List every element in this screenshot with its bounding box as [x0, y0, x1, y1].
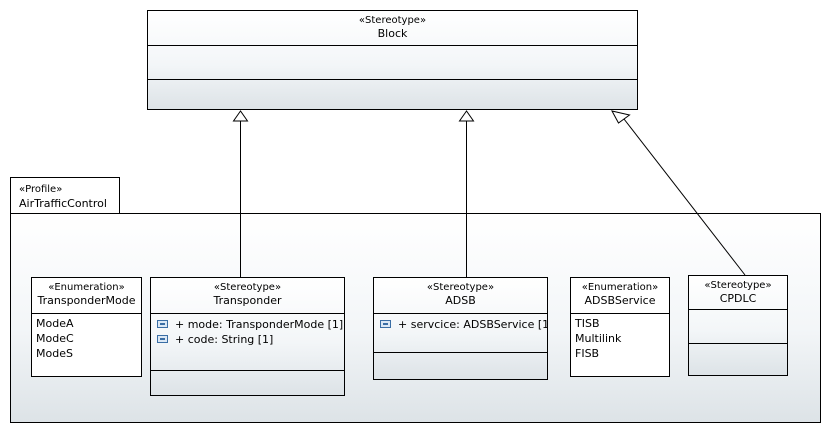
generalization-arrowhead-cpdlc: [611, 110, 631, 124]
attribute-icon: [380, 320, 391, 328]
transponder-mode-stereotype-label: «Enumeration»: [48, 282, 125, 293]
block-stereotype-box[interactable]: «Stereotype» Block: [147, 10, 638, 110]
transponder-name: Transponder: [213, 294, 282, 307]
cpdlc-stereotype-label: «Stereotype»: [704, 280, 772, 291]
generalization-arrowhead-transponder: [232, 110, 249, 122]
adsb-name: ADSB: [445, 294, 476, 307]
profile-name: AirTrafficControl: [19, 197, 107, 210]
attribute-icon: [157, 320, 168, 328]
enum-literal: Multilink: [575, 332, 622, 345]
adsb-separator-1: [374, 313, 547, 314]
attribute-icon: [157, 335, 168, 343]
enum-literal: TISB: [575, 317, 600, 330]
cpdlc-stereotype-box[interactable]: «Stereotype» CPDLC: [688, 275, 788, 376]
transponder-stereotype-box[interactable]: «Stereotype» Transponder + mode: Transpo…: [150, 277, 345, 396]
cpdlc-separator-2: [689, 343, 787, 344]
adsb-service-stereotype-label: «Enumeration»: [581, 282, 659, 293]
enum-literal: ModeC: [36, 332, 74, 345]
transponder-mode-name: TransponderMode: [37, 294, 136, 307]
transponder-mode-enumeration[interactable]: «Enumeration» TransponderMode ModeA Mode…: [31, 277, 142, 377]
transponder-header: «Stereotype» Transponder: [151, 278, 344, 308]
cpdlc-separator-1: [689, 309, 787, 310]
generalization-line-cpdlc: [623, 118, 746, 276]
attribute-text: + servcice: ADSBService [1]: [398, 318, 548, 331]
profile-stereotype-label: «Profile»: [19, 184, 63, 195]
block-header: «Stereotype» Block: [148, 11, 637, 41]
block-separator-1: [148, 45, 637, 46]
adsb-service-name: ADSBService: [584, 294, 656, 307]
block-separator-2: [148, 79, 637, 80]
attribute-text: + mode: TransponderMode [1]: [175, 318, 344, 331]
adsb-attribute-service: + servcice: ADSBService [1]: [380, 317, 548, 332]
adsb-stereotype-label: «Stereotype»: [426, 282, 495, 293]
block-stereotype-label: «Stereotype»: [358, 15, 427, 26]
adsb-service-enumeration[interactable]: «Enumeration» ADSBService TISB Multilink…: [570, 277, 670, 377]
transponder-attribute-mode: + mode: TransponderMode [1]: [157, 317, 343, 332]
cpdlc-header: «Stereotype» CPDLC: [689, 276, 787, 306]
adsb-separator-2: [374, 352, 547, 353]
transponder-separator-1: [151, 313, 344, 314]
enum-literal: ModeA: [36, 317, 74, 330]
enum-literal: FISB: [575, 347, 600, 360]
block-name: Block: [377, 27, 408, 40]
adsb-service-separator: [571, 313, 669, 314]
enum-literal: ModeS: [36, 347, 73, 360]
transponder-separator-2: [151, 370, 344, 371]
cpdlc-name: CPDLC: [719, 292, 757, 305]
transponder-mode-separator: [32, 313, 141, 314]
adsb-service-header: «Enumeration» ADSBService: [571, 278, 669, 308]
adsb-header: «Stereotype» ADSB: [374, 278, 547, 308]
generalization-arrowhead-adsb: [458, 110, 475, 122]
transponder-stereotype-label: «Stereotype»: [213, 282, 282, 293]
transponder-attribute-code: + code: String [1]: [157, 332, 273, 347]
attribute-text: + code: String [1]: [175, 333, 274, 346]
transponder-mode-header: «Enumeration» TransponderMode: [32, 278, 141, 308]
adsb-stereotype-box[interactable]: «Stereotype» ADSB + servcice: ADSBServic…: [373, 277, 548, 380]
profile-package-tab[interactable]: «Profile» AirTrafficControl: [10, 177, 120, 214]
